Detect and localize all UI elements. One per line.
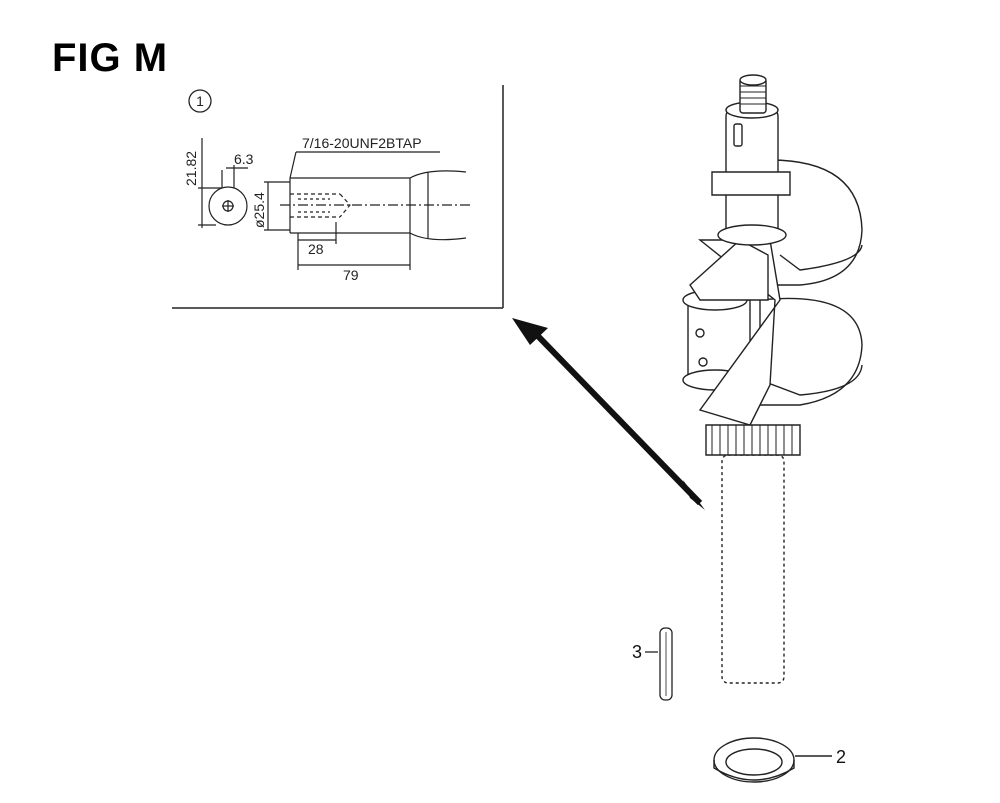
dim-diameter-label: ø25.4 bbox=[251, 192, 267, 228]
shaft-side-view bbox=[264, 151, 470, 270]
pin-part bbox=[645, 627, 673, 701]
crankshaft bbox=[682, 74, 863, 684]
callout-2-label: 2 bbox=[836, 747, 846, 767]
dim-vertical-label: 21.82 bbox=[183, 151, 199, 186]
figure-title: FIG M bbox=[52, 36, 169, 80]
thread-spec-label: 7/16-20UNF2BTAP bbox=[302, 135, 422, 151]
dim-keyway-label: 6.3 bbox=[234, 151, 254, 167]
detail-index-marker: 1 bbox=[188, 89, 212, 113]
detail-pointer-arrow bbox=[512, 318, 705, 510]
dim-depth-label: 28 bbox=[308, 241, 324, 257]
callout-3-label: 3 bbox=[632, 642, 642, 662]
detail-inset bbox=[172, 85, 504, 309]
detail-index-label: 1 bbox=[196, 93, 204, 109]
washer-part bbox=[713, 737, 832, 783]
dim-length-label: 79 bbox=[343, 267, 359, 283]
shaft-end-view bbox=[198, 138, 248, 228]
